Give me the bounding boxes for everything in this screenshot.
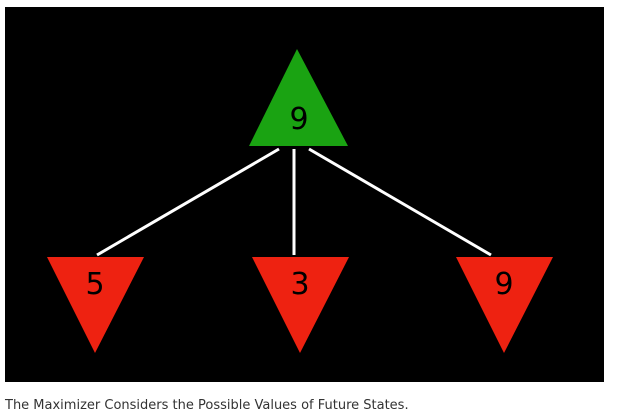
min-node-1-value: 5 — [85, 267, 104, 302]
tree-svg: 9 5 3 9 — [47, 49, 553, 353]
edge-root-child-3 — [308, 147, 492, 257]
max-node-triangle — [249, 49, 348, 146]
min-node-3-triangle — [456, 257, 553, 353]
min-node-3-value: 9 — [494, 267, 513, 302]
minimax-diagram: 9 5 3 9 — [5, 7, 604, 382]
min-node-2-triangle — [252, 257, 349, 353]
edge-root-child-1 — [96, 147, 280, 257]
figure-caption: The Maximizer Considers the Possible Val… — [5, 398, 409, 413]
min-node-1-triangle — [47, 257, 144, 353]
min-node-2-value: 3 — [290, 267, 309, 302]
max-node-value: 9 — [289, 102, 308, 137]
